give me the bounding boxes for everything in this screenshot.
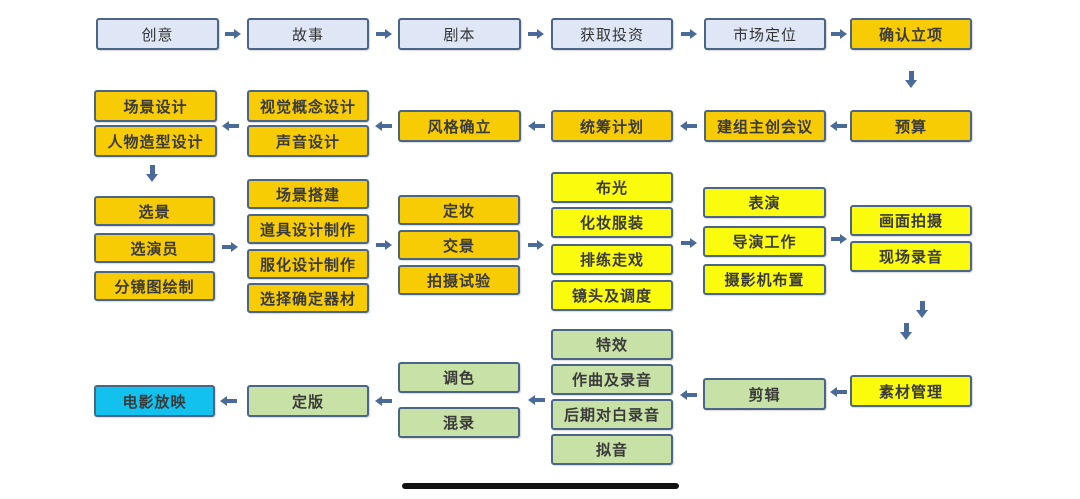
node-directing: 导演工作: [703, 226, 826, 257]
node-mixing: 混录: [398, 407, 520, 438]
node-set-handover: 交景: [398, 230, 520, 260]
node-storyboard: 分镜图绘制: [94, 271, 215, 301]
node-final-cut: 定版: [247, 385, 369, 417]
node-rehearsal: 排练走戏: [551, 244, 673, 275]
node-blocking: 镜头及调度: [551, 280, 673, 311]
node-visual-concept: 视觉概念设计: [247, 90, 369, 122]
node-props: 道具设计制作: [247, 214, 369, 244]
node-story: 故事: [247, 18, 369, 50]
node-budget: 预算: [850, 110, 972, 142]
node-style: 风格确立: [398, 110, 521, 142]
node-editing: 剪辑: [703, 378, 826, 410]
node-sound-recording: 现场录音: [850, 241, 972, 272]
node-casting: 选演员: [94, 233, 215, 263]
node-performance: 表演: [703, 187, 826, 218]
node-market-positioning: 市场定位: [704, 18, 826, 50]
node-camera-test: 拍摄试验: [398, 265, 520, 295]
home-indicator[interactable]: [402, 483, 679, 489]
node-crew-meeting: 建组主创会议: [704, 110, 826, 142]
node-adr: 后期对白录音: [551, 399, 673, 430]
node-filming: 画面拍摄: [850, 205, 972, 236]
node-idea: 创意: [96, 18, 219, 50]
node-music: 作曲及录音: [551, 364, 673, 395]
node-scene-design: 场景设计: [94, 90, 217, 122]
node-location-scouting: 选景: [94, 196, 215, 226]
node-costume-makeup: 服化设计制作: [247, 249, 369, 279]
node-script: 剧本: [398, 18, 521, 50]
node-release: 电影放映: [94, 385, 215, 417]
node-camera-setup: 摄影机布置: [703, 264, 826, 295]
node-foley: 拟音: [551, 434, 673, 465]
node-equipment: 选择确定器材: [247, 283, 369, 313]
node-investment: 获取投资: [551, 18, 673, 50]
node-makeup-wardrobe: 化妆服装: [551, 207, 673, 238]
node-sound-design: 声音设计: [247, 125, 369, 157]
node-vfx: 特效: [551, 329, 673, 360]
node-makeup-test: 定妆: [398, 195, 520, 225]
node-character-design: 人物造型设计: [94, 125, 217, 157]
node-lighting: 布光: [551, 172, 673, 203]
node-planning: 统筹计划: [551, 110, 673, 142]
node-asset-management: 素材管理: [850, 375, 972, 407]
node-project-approval: 确认立项: [850, 18, 972, 50]
node-color-grading: 调色: [398, 362, 520, 393]
node-set-building: 场景搭建: [247, 179, 369, 209]
